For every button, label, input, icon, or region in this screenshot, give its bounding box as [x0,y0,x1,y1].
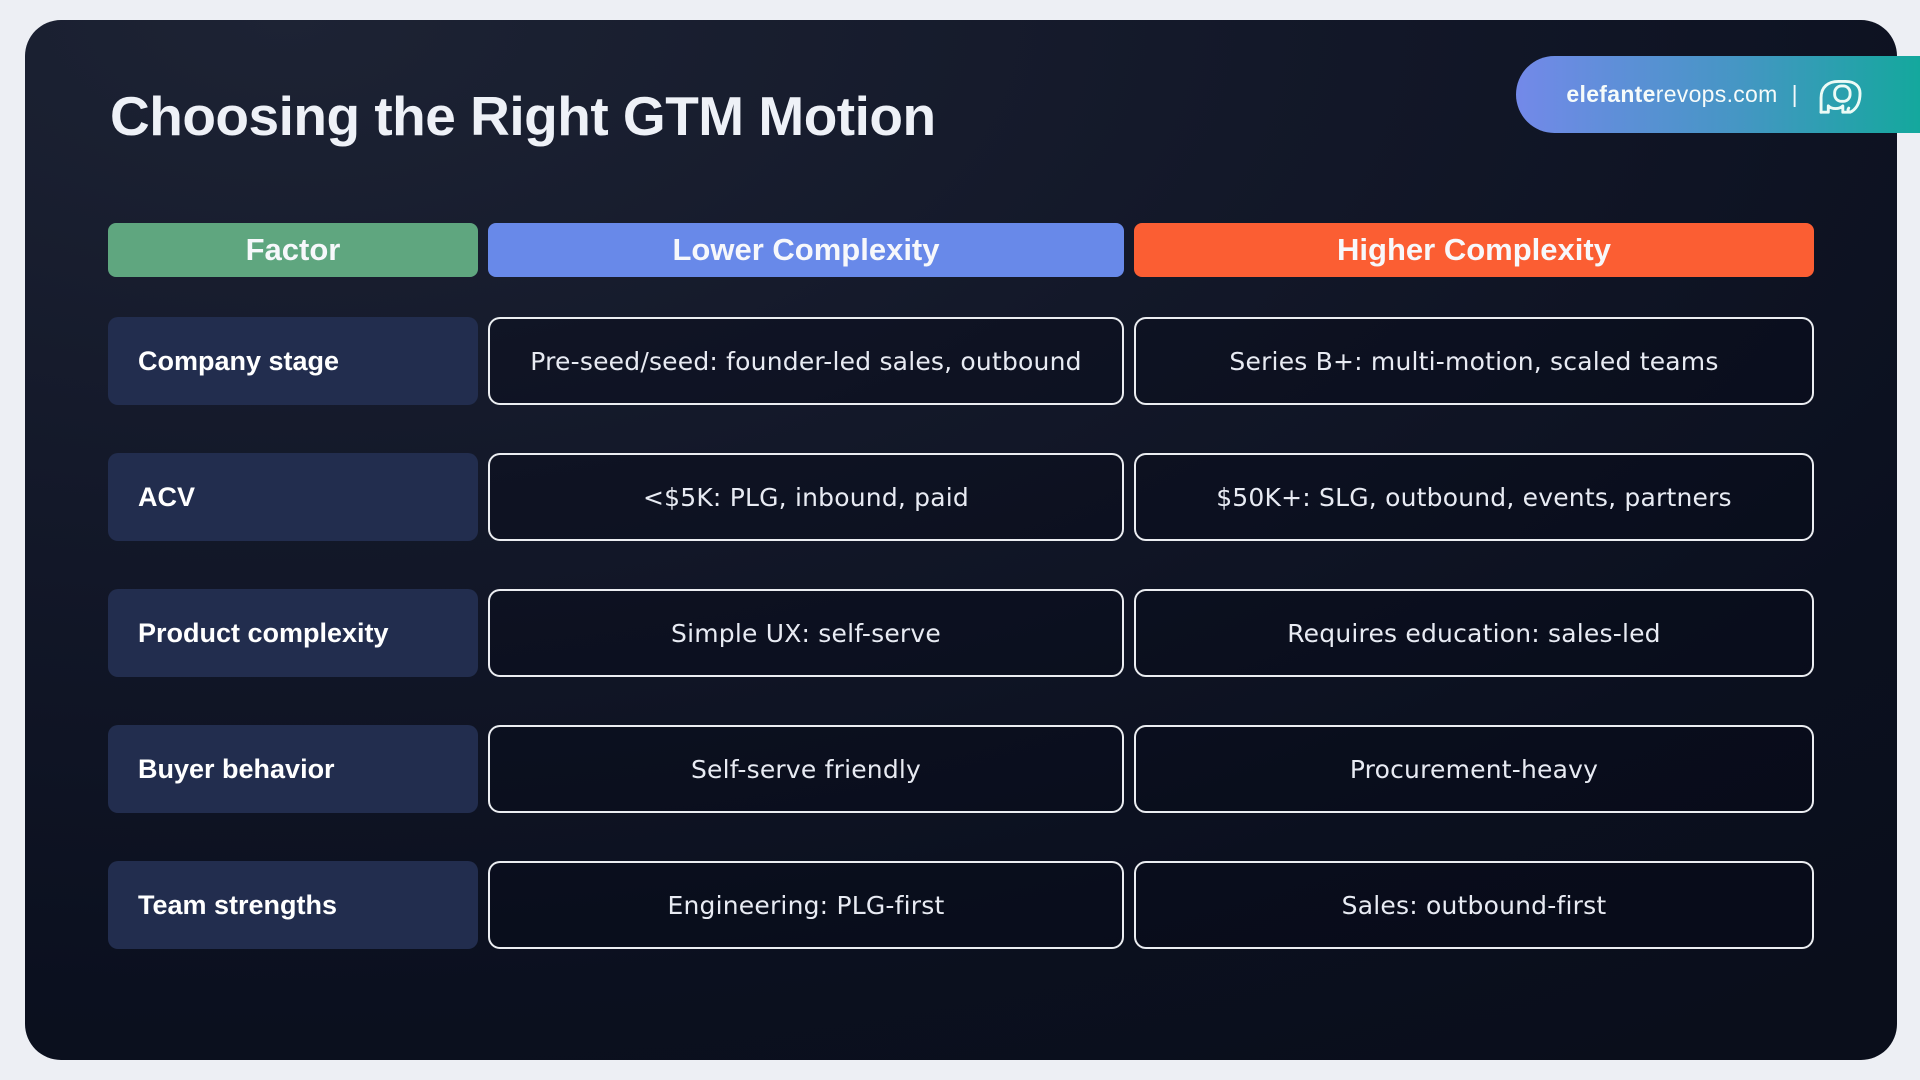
brand-badge: elefanterevops.com | [1516,56,1920,133]
table-row: Buyer behavior Self-serve friendly Procu… [108,725,1814,813]
factor-label: Buyer behavior [108,725,478,813]
slide-card: Choosing the Right GTM Motion Factor Low… [25,20,1897,1060]
lower-complexity-value: Simple UX: self-serve [488,589,1124,677]
factor-label: Company stage [108,317,478,405]
lower-complexity-value: Engineering: PLG-first [488,861,1124,949]
higher-complexity-value: Requires education: sales-led [1134,589,1814,677]
higher-complexity-value: Series B+: multi-motion, scaled teams [1134,317,1814,405]
higher-complexity-value: Procurement-heavy [1134,725,1814,813]
lower-complexity-value: Pre-seed/seed: founder-led sales, outbou… [488,317,1124,405]
lower-complexity-value: <$5K: PLG, inbound, paid [488,453,1124,541]
brand-name-bold: elefante [1566,81,1656,107]
page-title: Choosing the Right GTM Motion [110,85,936,147]
brand-name-rest: revops.com [1655,81,1778,107]
header-factor: Factor [108,223,478,277]
badge-separator: | [1791,81,1798,107]
table-body: Company stage Pre-seed/seed: founder-led… [108,317,1814,949]
table-header-row: Factor Lower Complexity Higher Complexit… [108,223,1814,277]
factor-label: ACV [108,453,478,541]
higher-complexity-value: Sales: outbound-first [1134,861,1814,949]
elephant-icon [1819,79,1862,114]
higher-complexity-value: $50K+: SLG, outbound, events, partners [1134,453,1814,541]
factor-label: Product complexity [108,589,478,677]
table-row: Team strengths Engineering: PLG-first Sa… [108,861,1814,949]
table-row: Company stage Pre-seed/seed: founder-led… [108,317,1814,405]
header-lower-complexity: Lower Complexity [488,223,1124,277]
gtm-comparison-table: Factor Lower Complexity Higher Complexit… [108,223,1814,949]
factor-label: Team strengths [108,861,478,949]
header-higher-complexity: Higher Complexity [1134,223,1814,277]
table-row: Product complexity Simple UX: self-serve… [108,589,1814,677]
table-row: ACV <$5K: PLG, inbound, paid $50K+: SLG,… [108,453,1814,541]
lower-complexity-value: Self-serve friendly [488,725,1124,813]
brand-url: elefanterevops.com [1566,81,1777,108]
